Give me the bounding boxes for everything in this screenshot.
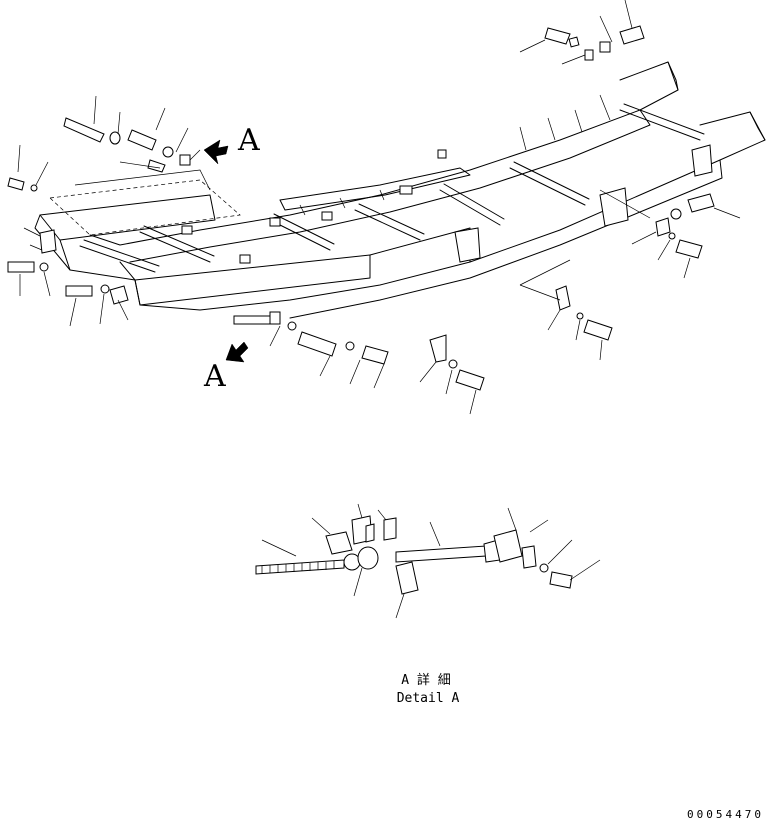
detail-a-assembly — [255, 503, 601, 619]
bolts-lower-left — [7, 227, 129, 327]
main-frame-assembly — [34, 61, 766, 319]
view-label-upper: A — [237, 123, 260, 158]
drawing-number: 00054470 — [687, 808, 764, 820]
bolt-upper-right — [519, 0, 645, 65]
view-label-lower: A — [203, 359, 226, 394]
detail-title-en: Detail A — [397, 691, 460, 706]
view-arrow-lower: A — [203, 341, 249, 394]
bolts-lower-center — [233, 311, 389, 389]
view-arrow-upper: A — [203, 123, 260, 165]
bolts-right-middle — [599, 189, 741, 279]
bolts-lower-right — [419, 259, 613, 415]
bolts-upper-left — [7, 95, 201, 192]
detail-title-jp: A 詳 細 — [401, 672, 450, 688]
